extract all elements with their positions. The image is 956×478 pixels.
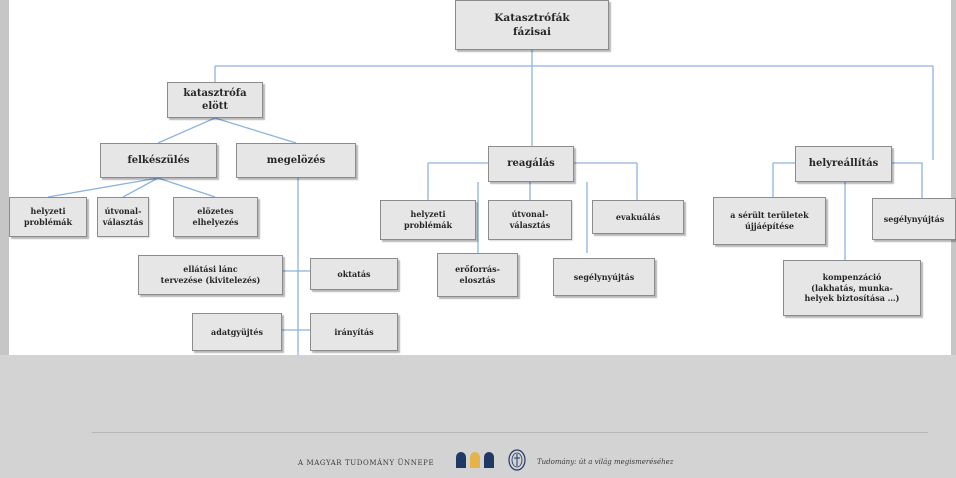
node-restoration-compensation: kompenzáció (lakhatás, munka- helyek biz… [783, 260, 921, 316]
node-response-resource-allocation: erőforrás- elosztás [437, 253, 518, 297]
node-prevention-data-collection: adatgyüjtés [192, 313, 282, 351]
node-response-aid: segélynyújtás [553, 258, 655, 296]
node-prep-pre-placement: elözetes elhelyezés [173, 197, 258, 237]
node-prep-route-selection: útvonal- választás [97, 197, 149, 237]
node-restoration-aid: segélynyújtás [872, 198, 956, 240]
slide-footer: A MAGYAR TUDOMÁNY ÜNNEPE Tudomány: út a … [0, 355, 956, 478]
footer-logo-icon [456, 452, 494, 468]
node-restoration-rebuild: a sérült területek újjáépítése [713, 197, 826, 245]
connector-restoration-bus-right [892, 162, 923, 198]
node-preparation: felkészülés [100, 143, 217, 178]
connector-before-to-prevention [214, 117, 297, 144]
academy-emblem-icon [508, 449, 526, 471]
connector-prep-to-route [122, 177, 159, 198]
root-node-disaster-phases: Katasztrófák fázisai [455, 0, 609, 50]
node-response: reagálás [488, 146, 574, 182]
footer-divider [92, 432, 928, 433]
connector-prep-to-situation [47, 177, 159, 198]
slide-right-border [951, 0, 956, 355]
connector-before-to-prep [157, 117, 216, 144]
connector-prep-to-preplace [157, 177, 216, 198]
slide-left-border [0, 0, 9, 355]
node-response-route-selection: útvonal- választás [488, 200, 572, 240]
node-prevention-supply-chain: ellátási lánc tervezése (kivitelezés) [138, 255, 283, 295]
node-prep-situation-problems: helyzeti problémák [9, 197, 87, 237]
node-prevention-education: oktatás [310, 258, 398, 290]
node-restoration: helyreállítás [795, 146, 892, 182]
node-prevention-control: irányítás [310, 313, 398, 351]
node-response-evacuation: evakuálás [592, 200, 684, 234]
footer-event-title: A MAGYAR TUDOMÁNY ÜNNEPE [298, 459, 435, 467]
node-before-disaster: katasztrófa elött [167, 82, 263, 118]
node-response-situation-problems: helyzeti problémák [380, 200, 476, 240]
node-prevention: megelözés [236, 143, 356, 178]
footer-motto: Tudomány: út a világ megismeréséhez [537, 458, 674, 466]
